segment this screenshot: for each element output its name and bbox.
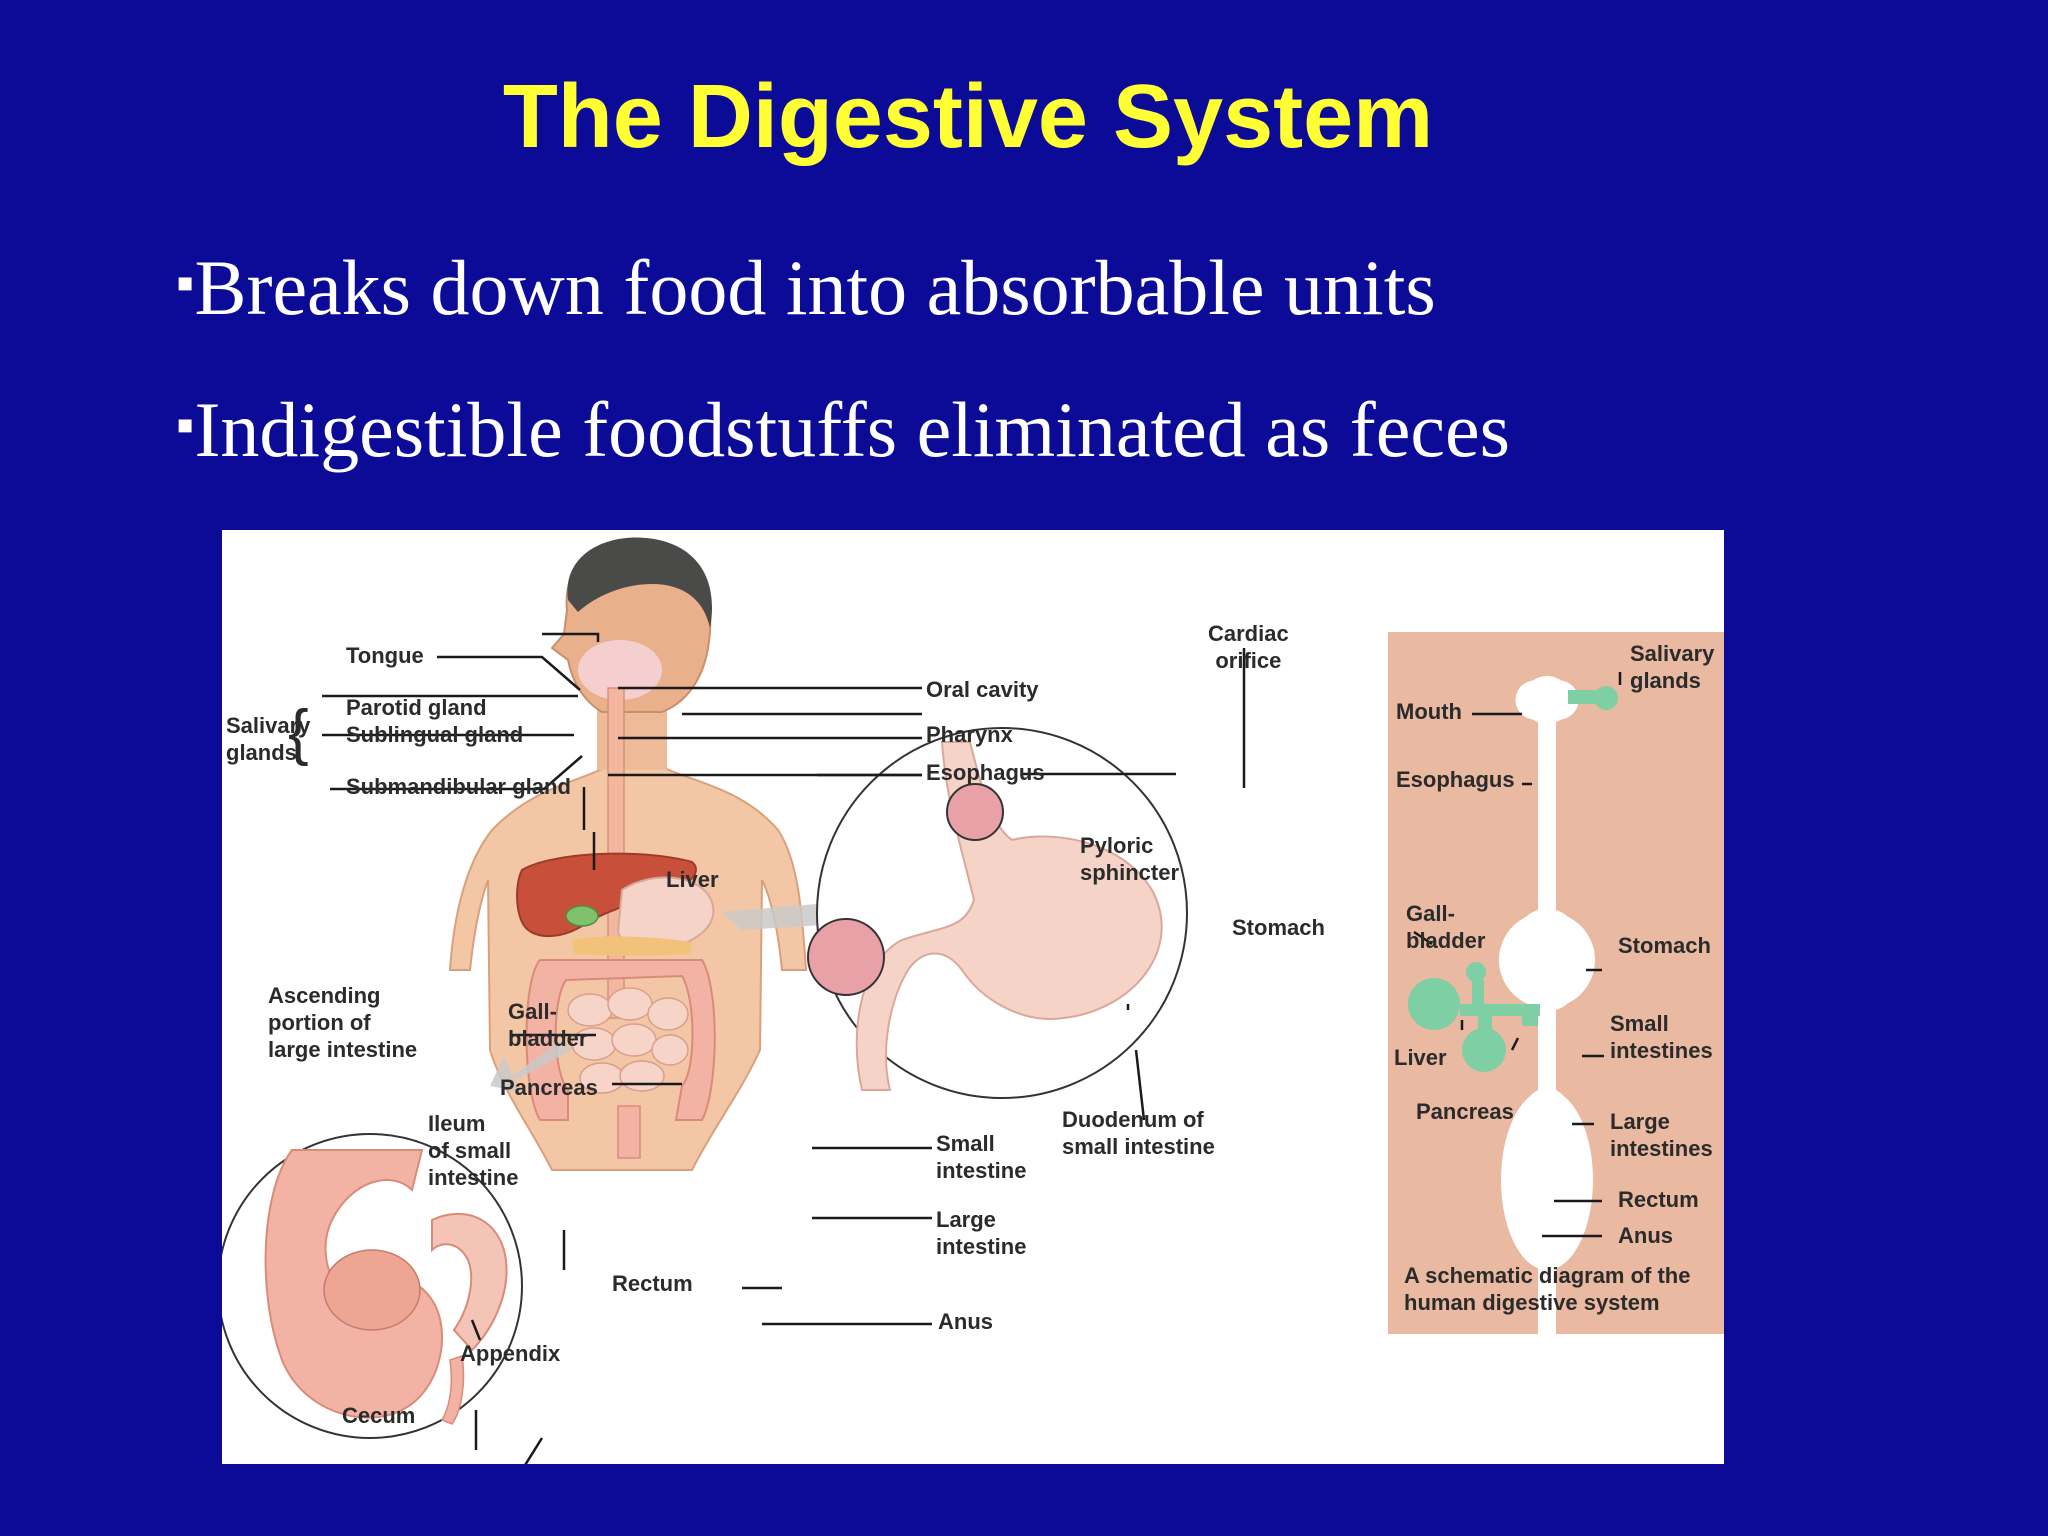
arrow-to-intestine-icon xyxy=(490,1040,572,1092)
label-gallbladder: Gall- bladder xyxy=(508,999,588,1051)
label-oral-cavity: Oral cavity xyxy=(926,677,1039,702)
bullet-text: Breaks down food into absorbable units xyxy=(194,244,1436,331)
label-schematic-rectum: Rectum xyxy=(1618,1187,1699,1212)
digestive-system-figure: Tongue Salivary glands { Parotid gland S… xyxy=(222,530,1724,1464)
label-esophagus: Esophagus xyxy=(926,760,1045,785)
label-pancreas: Pancreas xyxy=(500,1075,598,1100)
label-cecum: Cecum xyxy=(342,1403,416,1428)
label-schematic-small-intestines: Small intestines xyxy=(1610,1011,1713,1063)
stomach-inset-drawing xyxy=(807,727,1188,1099)
label-stomach: Stomach xyxy=(1232,915,1325,940)
label-parotid-gland: Parotid gland xyxy=(346,695,487,720)
label-sublingual-gland: Sublingual gland xyxy=(346,722,524,747)
label-schematic-gallbladder: Gall- bladder xyxy=(1406,901,1486,953)
label-anus: Anus xyxy=(938,1309,993,1334)
label-appendix: Appendix xyxy=(460,1341,561,1366)
label-duodenum: Duodenum of small intestine xyxy=(1062,1107,1215,1159)
label-schematic-esophagus: Esophagus xyxy=(1396,767,1515,792)
bullet-text: Indigestible foodstuffs eliminated as fe… xyxy=(194,386,1510,473)
schematic-panel-drawing xyxy=(1388,632,1724,1338)
label-schematic-mouth: Mouth xyxy=(1396,699,1462,724)
label-schematic-pancreas: Pancreas xyxy=(1416,1099,1514,1124)
bullet-item: ▪Breaks down food into absorbable units xyxy=(176,236,1436,336)
label-schematic-anus: Anus xyxy=(1618,1223,1673,1248)
bullet-marker: ▪ xyxy=(176,255,195,312)
label-submandibular-gland: Submandibular gland xyxy=(346,774,571,799)
brace-icon: { xyxy=(288,698,309,767)
label-schematic-liver: Liver xyxy=(1394,1045,1447,1070)
intestine-inset-drawing xyxy=(222,1133,523,1439)
label-ascending-large-intestine: Ascending portion of large intestine xyxy=(268,983,418,1062)
schematic-caption: A schematic diagram of the human digesti… xyxy=(1404,1263,1691,1315)
label-rectum: Rectum xyxy=(612,1271,693,1296)
label-pharynx: Pharynx xyxy=(926,722,1013,747)
label-salivary-glands: Salivary glands xyxy=(226,713,311,765)
label-schematic-salivary-glands: Salivary glands xyxy=(1630,641,1715,693)
label-tongue: Tongue xyxy=(346,643,424,668)
label-pyloric-sphincter: Pyloric sphincter xyxy=(1080,833,1180,885)
label-large-intestine: Large intestine xyxy=(936,1207,1027,1259)
schematic-leader-lines xyxy=(1413,672,1622,1238)
bullet-marker: ▪ xyxy=(176,397,195,454)
anatomy-illustration xyxy=(222,537,1724,1464)
label-ileum: Ileum of small intestine xyxy=(428,1111,519,1190)
leader-lines xyxy=(322,632,932,1326)
label-schematic-large-intestines: Large intestines xyxy=(1610,1109,1713,1161)
label-schematic-stomach: Stomach xyxy=(1618,933,1711,958)
label-small-intestine: Small intestine xyxy=(936,1131,1027,1183)
bullet-item: ▪Indigestible foodstuffs eliminated as f… xyxy=(176,378,1510,478)
slide-title: The Digestive System xyxy=(502,67,1434,167)
label-cardiac-orifice: Cardiac orifice xyxy=(1208,621,1289,673)
inset-leader-lines xyxy=(470,648,1246,1464)
label-liver: Liver xyxy=(666,867,719,892)
